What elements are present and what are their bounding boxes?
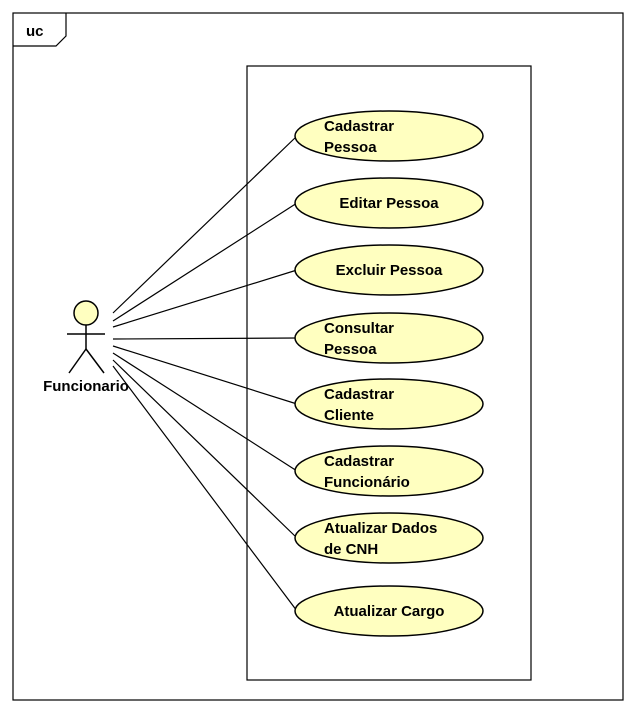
- use-case-label: Cadastrar: [324, 453, 394, 470]
- use-case-ellipse: [294, 445, 484, 497]
- use-case-ellipse: [294, 312, 484, 364]
- association-cadastrar-funcionario: [112, 352, 298, 472]
- association-excluir-pessoa: [112, 269, 298, 328]
- use-case-ellipse: [294, 177, 484, 229]
- use-case-label: Cadastrar: [324, 118, 394, 135]
- use-case-ellipse: [294, 110, 484, 162]
- use-case-ellipse: [294, 512, 484, 564]
- use-case-label: Consultar: [324, 320, 394, 337]
- use-case-label: Pessoa: [324, 341, 377, 358]
- association-editar-pessoa: [112, 202, 298, 322]
- actor-right-leg: [85, 348, 105, 374]
- diagram-frame: [12, 12, 624, 701]
- system-boundary: [246, 65, 532, 681]
- frame-label: uc: [26, 23, 44, 40]
- association-consultar-pessoa: [112, 337, 298, 340]
- association-cadastrar-pessoa: [112, 135, 298, 314]
- use-case-ellipse: [294, 244, 484, 296]
- use-case-label: Editar Pessoa: [339, 195, 439, 212]
- use-case-label: Pessoa: [324, 139, 377, 156]
- use-case-label: Cliente: [324, 407, 374, 424]
- use-case-label: Excluir Pessoa: [336, 262, 443, 279]
- use-case-label: Atualizar Dados: [324, 520, 437, 537]
- use-case-atualizar-dados-cnh[interactable]: Atualizar Dados de CNH: [294, 512, 484, 564]
- use-case-excluir-pessoa[interactable]: Excluir Pessoa: [294, 244, 484, 296]
- use-case-ellipse: [294, 585, 484, 637]
- use-case-atualizar-cargo[interactable]: Atualizar Cargo: [294, 585, 484, 637]
- use-case-editar-pessoa[interactable]: Editar Pessoa: [294, 177, 484, 229]
- association-cadastrar-cliente: [112, 345, 298, 405]
- actor-left-leg: [68, 348, 87, 374]
- use-case-label: Funcionário: [324, 474, 410, 491]
- actor-name: Funcionario: [43, 378, 129, 395]
- use-case-ellipse: [294, 378, 484, 430]
- association-atualizar-cargo: [112, 365, 298, 612]
- use-case-label: Atualizar Cargo: [334, 603, 445, 620]
- associations: [112, 135, 298, 612]
- use-case-label: de CNH: [324, 541, 378, 558]
- association-atualizar-dados-cnh: [112, 359, 298, 539]
- actor-head: [73, 300, 99, 326]
- use-case-label: Cadastrar: [324, 386, 394, 403]
- frame-tab: [13, 13, 67, 47]
- actor-funcionario[interactable]: Funcionario: [43, 300, 129, 395]
